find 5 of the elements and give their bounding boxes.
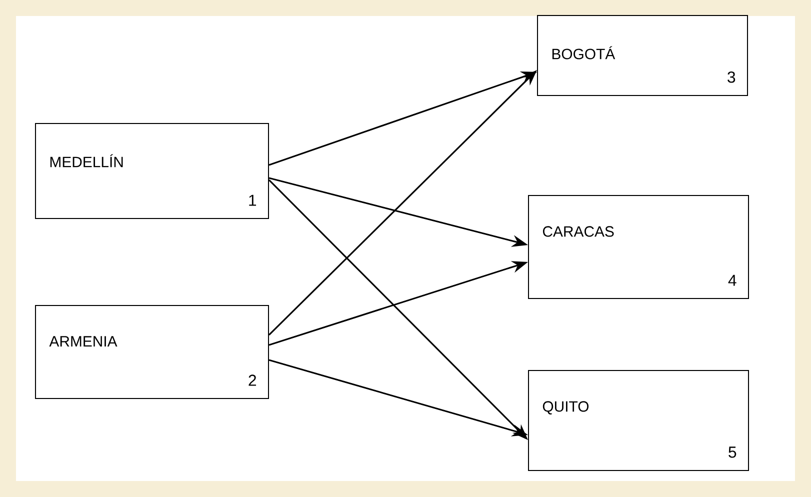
city-box: MEDELLÍN 1 [35, 122, 269, 219]
city-box: QUITO 5 [528, 370, 749, 471]
city-box: BOGOTÁ 3 [537, 14, 748, 96]
city-box: CARACAS 4 [528, 194, 749, 299]
city-box: ARMENIA 2 [35, 304, 269, 399]
